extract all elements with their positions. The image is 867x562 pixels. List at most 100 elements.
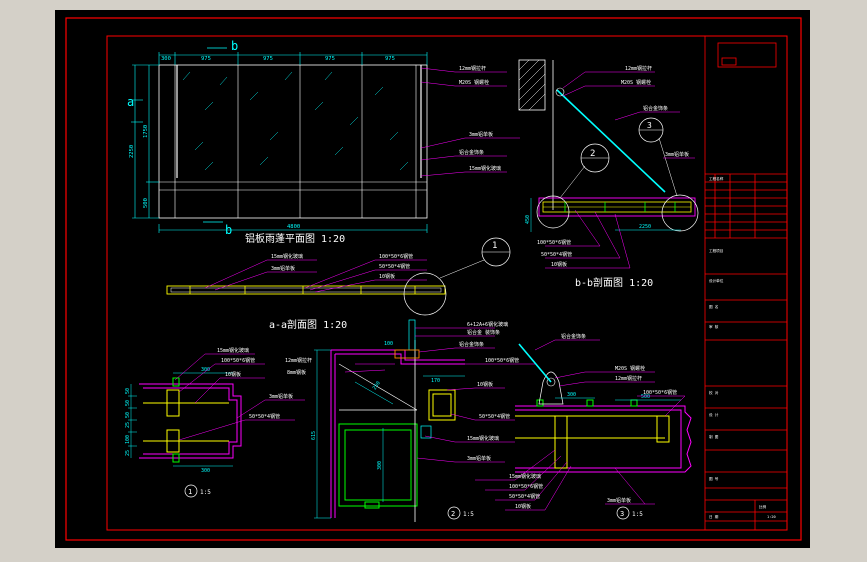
bb-note-5: 50*50*4钢管	[541, 251, 572, 258]
plan-title: 铝板雨蓬平面图 1:20	[245, 232, 345, 245]
tb-row-8: 图 号	[709, 476, 719, 481]
plan-dim-1: 975	[201, 56, 211, 62]
d1-note-2: 10钢板	[225, 371, 241, 378]
d3-note-7: 10钢板	[515, 503, 531, 510]
bb-note-6: 10钢板	[551, 261, 567, 268]
d2-note-5: 50*50*4钢管	[479, 413, 510, 420]
d3-scale: 1:5	[632, 511, 643, 518]
section-b-marker-top: b	[231, 39, 238, 53]
d2-note-1: 铝合金 装饰条	[467, 329, 500, 336]
d3-note-1: M20S 钢螺栓	[615, 365, 645, 372]
plan-note-4: 15mm钢化玻璃	[469, 165, 501, 172]
d2-note-4: 10钢板	[477, 381, 493, 388]
bb-detail-2: 2	[590, 149, 595, 159]
tb-row-7: 制 图	[709, 434, 719, 439]
d1-dim-1: 50	[125, 400, 131, 406]
section-bb: 2 3 450 2250 12mm钢拉杆 M20S 钢螺栓 铝合金饰条 3mm铝…	[518, 59, 699, 289]
plan-note-1: M20S 钢螺栓	[459, 79, 489, 86]
section-bb-title: b-b剖面图 1:20	[575, 276, 653, 289]
d1-dim-5: 25	[125, 450, 131, 456]
bb-dim-slope: 2250	[639, 224, 651, 230]
d2-note-0: 6+12A+6钢化玻璃	[467, 321, 508, 328]
title-block	[704, 36, 787, 530]
d1-scale: 1:5	[200, 489, 211, 496]
d1-dim-4: 100	[125, 435, 131, 444]
plan-note-0: 12mm钢拉杆	[459, 65, 486, 72]
title-block-text: 工程名称 工程项目 设计单位 图 名 审 核 校 对 设 计 制 图 图 号 日…	[709, 176, 776, 519]
d2-dim-2: 615	[311, 431, 317, 440]
detail-1: 50 50 50 25 100 25 300 300 15mm钢化玻璃 100*…	[125, 347, 305, 498]
d1-dim-0: 50	[125, 388, 131, 394]
aa-note-0: 15mm钢化玻璃	[271, 253, 303, 260]
tb-row-2: 设计单位	[709, 278, 724, 283]
plan-note-3: 铝合金饰条	[459, 149, 484, 156]
tb-row-5: 校 对	[709, 390, 719, 395]
plan-dim-bottom: 4800	[287, 224, 300, 230]
d1-dim-h1: 300	[201, 468, 210, 474]
d3-dim-1: 500	[641, 394, 650, 400]
aa-note-4: 10钢板	[379, 273, 395, 280]
bb-note-1: M20S 钢螺栓	[621, 79, 651, 86]
section-aa-detail-1: 1	[492, 241, 497, 251]
plan-dim-upper: 1750	[143, 125, 149, 138]
d3-note-0: 铝合金饰条	[561, 333, 586, 340]
d1-dim-2: 50	[125, 412, 131, 418]
tb-row-1: 工程项目	[709, 248, 723, 253]
aa-note-3: 50*50*4钢管	[379, 263, 410, 270]
bb-note-4: 100*50*6钢管	[537, 239, 571, 246]
d1-note-1: 100*50*6钢管	[221, 357, 255, 364]
bb-dim-height: 450	[525, 215, 531, 224]
section-b-marker-bottom: b	[225, 223, 232, 237]
bb-detail-3: 3	[647, 121, 652, 130]
plan-dim-0: 300	[161, 56, 171, 62]
tb-row-10: 比例	[759, 504, 767, 509]
aa-note-1: 3mm铝单板	[271, 265, 295, 272]
inner-frame	[106, 35, 788, 531]
tb-row-0: 工程名称	[709, 176, 724, 181]
section-a-marker: a	[127, 95, 134, 109]
d2-scale: 1:5	[463, 511, 474, 518]
section-aa-title: a-a剖面图 1:20	[269, 318, 347, 331]
d3-note-4: 15mm钢化玻璃	[509, 473, 541, 480]
tb-row-6: 设 计	[709, 412, 719, 417]
tb-row-4: 审 核	[709, 324, 719, 329]
d1-note-4: 50*50*4钢管	[249, 413, 280, 420]
d2-note-8: 12mm钢拉杆	[285, 357, 312, 364]
d3-note-2: 12mm钢拉杆	[615, 375, 642, 382]
d2-dim-3: 300	[377, 461, 383, 470]
outer-frame	[65, 17, 802, 541]
aa-note-2: 100*50*6钢管	[379, 253, 413, 260]
detail-3: 300 500 铝合金饰条 M20S 钢螺栓 12mm钢拉杆 100*50*6钢…	[475, 333, 692, 520]
section-aa: 1 15mm钢化玻璃 3mm铝单板 100*50*6钢管 50*50*4钢管 1…	[166, 237, 511, 331]
d3-note-6: 50*50*4钢管	[509, 493, 540, 500]
detail-2: 100 170 615 300 250 6+12A+6钢化玻璃 铝合金 装饰条 …	[285, 319, 535, 522]
plan-dim-total: 2250	[129, 145, 135, 158]
d3-dim-0: 300	[567, 392, 576, 398]
plan-dim-3: 975	[325, 56, 335, 62]
d2-note-2: 铝合金饰条	[459, 341, 484, 348]
d1-dim-h0: 300	[201, 367, 210, 373]
bb-note-3: 3mm铝单板	[665, 151, 689, 158]
plan-dim-2: 975	[263, 56, 273, 62]
bb-note-2: 铝合金饰条	[643, 105, 668, 112]
d3-note-3: 100*50*6钢管	[643, 389, 677, 396]
bb-note-0: 12mm钢拉杆	[625, 65, 652, 72]
d2-note-6: 15mm钢化玻璃	[467, 435, 499, 442]
d2-dim-0: 100	[384, 341, 393, 347]
d2-note-3: 100*50*6钢管	[485, 357, 519, 364]
d1-label: 1	[188, 488, 192, 496]
d3-label: 3	[620, 510, 624, 518]
d3-note-8: 3mm铝单板	[607, 497, 631, 504]
plan-note-2: 3mm铝单板	[469, 131, 493, 138]
d2-label: 2	[451, 510, 455, 518]
cad-viewport[interactable]: 工程名称 工程项目 设计单位 图 名 审 核 校 对 设 计 制 图 图 号 日…	[55, 10, 810, 548]
d1-note-0: 15mm钢化玻璃	[217, 347, 249, 354]
plan-dim-4: 975	[385, 56, 395, 62]
d2-dim-4: 250	[372, 380, 382, 391]
tb-scale: 1:20	[767, 515, 776, 519]
d3-note-5: 100*50*6钢管	[509, 483, 543, 490]
d1-note-3: 3mm铝单板	[269, 393, 293, 400]
d2-note-7: 3mm铝单板	[467, 455, 491, 462]
plan-dim-lower: 500	[143, 198, 149, 208]
cad-drawing: 工程名称 工程项目 设计单位 图 名 审 核 校 对 设 计 制 图 图 号 日…	[65, 17, 802, 541]
